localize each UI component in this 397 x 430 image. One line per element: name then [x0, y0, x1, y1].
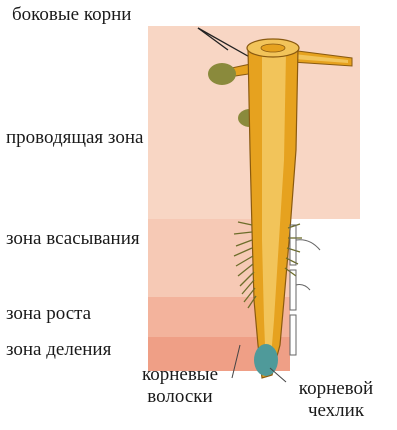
label-root-hairs-line2: волоски — [120, 386, 240, 408]
label-lateral-roots: боковые корни — [12, 4, 131, 26]
cell-detail-strip — [290, 225, 320, 355]
label-conducting-zone: проводящая зона — [6, 127, 143, 149]
pointer-line-lateral-1 — [198, 28, 228, 50]
lateral-root-left-hairs — [208, 63, 236, 85]
label-root-hairs: корневые волоски — [120, 364, 240, 408]
label-growth-zone: зона роста — [6, 303, 91, 325]
cross-section-core — [261, 44, 285, 52]
label-root-hairs-line1: корневые — [120, 364, 240, 386]
label-root-cap-line2: чехлик — [278, 400, 394, 422]
label-root-cap: корневой чехлик — [278, 378, 394, 422]
label-root-cap-line1: корневой — [278, 378, 394, 400]
label-division-zone: зона деления — [6, 339, 111, 361]
label-absorption-zone: зона всасывания — [6, 228, 140, 250]
